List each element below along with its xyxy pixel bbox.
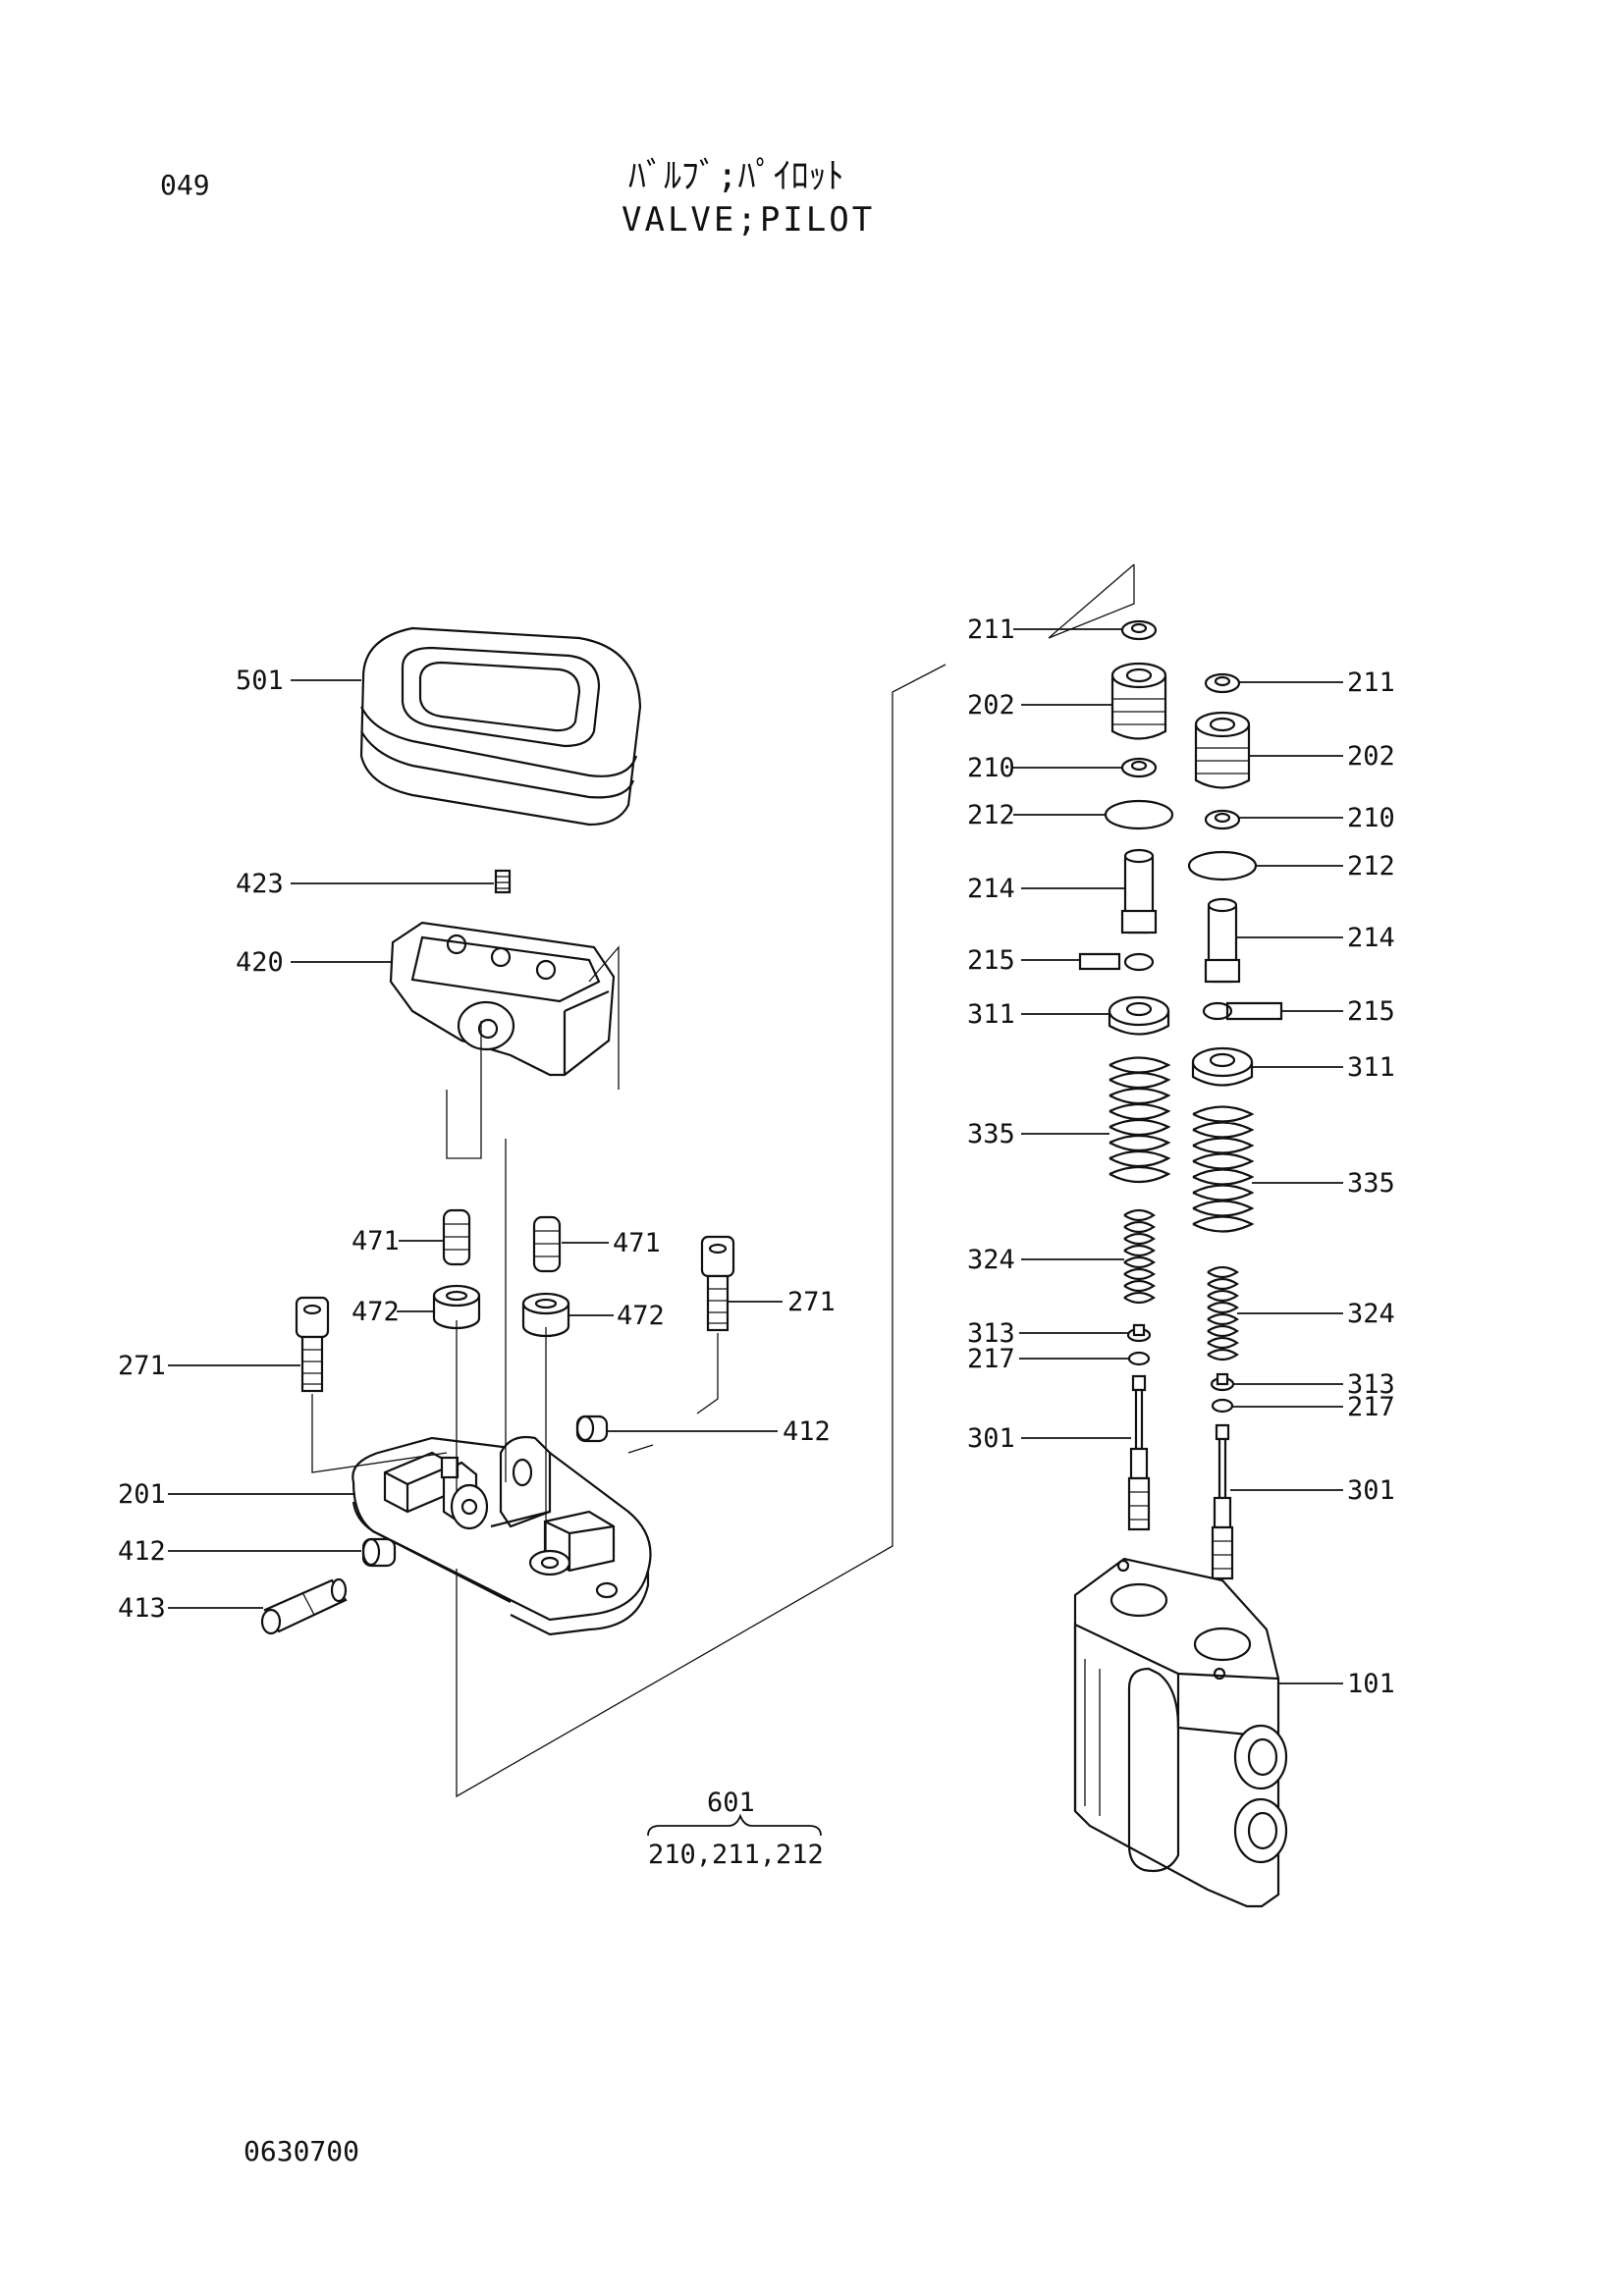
- callout-301-right: 301: [1347, 1475, 1395, 1506]
- washer-215-left-part: [1078, 952, 1155, 972]
- page-number: 049: [160, 169, 210, 201]
- washer-215-right-part: [1202, 1001, 1283, 1021]
- spool-214-left-part: [1120, 848, 1158, 934]
- boot-501-part: [359, 626, 642, 827]
- shim-217-right-part: [1211, 1398, 1234, 1414]
- spool-301-right-part: [1211, 1423, 1234, 1580]
- callout-214-right: 214: [1347, 923, 1395, 953]
- callout-217-right: 217: [1347, 1392, 1395, 1422]
- callout-210-left: 210: [967, 753, 1015, 783]
- callout-472-left: 472: [352, 1297, 400, 1327]
- spring-seat-311-left-part: [1108, 995, 1170, 1036]
- spring-seat-313-left-part: [1126, 1323, 1152, 1343]
- callout-311-right: 311: [1347, 1052, 1395, 1083]
- callout-501: 501: [236, 666, 284, 696]
- callout-324-right: 324: [1347, 1299, 1395, 1329]
- plate-420-part: [389, 921, 616, 1077]
- callout-212-right: 212: [1347, 851, 1395, 881]
- bushing-472-right-part: [521, 1292, 570, 1338]
- callout-471-left: 471: [352, 1226, 400, 1256]
- callout-201: 201: [118, 1479, 166, 1510]
- callout-214-left: 214: [967, 874, 1015, 904]
- callout-335-left: 335: [967, 1119, 1015, 1149]
- callout-211-right: 211: [1347, 667, 1395, 698]
- pin-412-lower-part: [361, 1537, 397, 1568]
- callout-217-left: 217: [967, 1344, 1015, 1374]
- callout-472-right: 472: [617, 1301, 665, 1331]
- bushing-472-left-part: [432, 1284, 481, 1330]
- callout-210-right: 210: [1347, 803, 1395, 833]
- drawing-code: 0630700: [243, 2135, 360, 2167]
- casing-101-part: [1073, 1557, 1288, 1908]
- callout-301-left: 301: [967, 1423, 1015, 1454]
- pin-412-upper-part: [575, 1415, 609, 1443]
- callout-412-upper: 412: [783, 1416, 831, 1447]
- shim-217-left-part: [1127, 1351, 1151, 1366]
- pusher-471-right-part: [532, 1215, 562, 1273]
- callout-471-right: 471: [613, 1228, 661, 1258]
- pin-413-part: [260, 1577, 348, 1635]
- title-english: VALVE;PILOT: [622, 200, 876, 240]
- spring-335-right-part: [1192, 1105, 1255, 1233]
- seal-210-right-part: [1204, 809, 1241, 830]
- callout-324-left: 324: [967, 1245, 1015, 1275]
- seal-210-left-part: [1120, 757, 1158, 778]
- plug-202-right-part: [1194, 711, 1251, 789]
- callout-202-left: 202: [967, 690, 1015, 721]
- callout-101: 101: [1347, 1669, 1395, 1699]
- kit-contents: 210,211,212: [648, 1840, 824, 1870]
- callout-211-left: 211: [967, 614, 1015, 645]
- spring-324-left-part: [1123, 1208, 1156, 1305]
- callout-423: 423: [236, 869, 284, 899]
- pusher-471-left-part: [442, 1208, 471, 1266]
- plug-202-left-part: [1110, 662, 1167, 740]
- callout-271-left: 271: [118, 1351, 166, 1381]
- spring-seat-313-right-part: [1210, 1372, 1235, 1392]
- callout-420: 420: [236, 947, 284, 978]
- title-japanese: ﾊﾞﾙﾌﾞ;ﾊﾟｲﾛｯﾄ: [628, 156, 844, 196]
- callout-412-lower: 412: [118, 1536, 166, 1567]
- bolt-271-left-part: [295, 1296, 330, 1393]
- callout-212-left: 212: [967, 800, 1015, 830]
- callout-313-left: 313: [967, 1318, 1015, 1349]
- casing-201-part: [352, 1435, 652, 1636]
- kit-brace: [647, 1813, 822, 1837]
- spring-324-right-part: [1207, 1265, 1239, 1362]
- callout-313-right: 313: [1347, 1369, 1395, 1400]
- callout-202-right: 202: [1347, 741, 1395, 772]
- kit-number: 601: [707, 1788, 755, 1818]
- callout-271-right: 271: [787, 1287, 836, 1317]
- spool-301-left-part: [1127, 1374, 1151, 1531]
- spring-seat-311-right-part: [1191, 1046, 1254, 1087]
- callout-311-left: 311: [967, 999, 1015, 1030]
- seal-211-right-part: [1204, 672, 1241, 694]
- callout-215-left: 215: [967, 945, 1015, 976]
- oring-212-right-part: [1187, 850, 1258, 881]
- bolt-271-right-part: [700, 1235, 735, 1332]
- spool-214-right-part: [1204, 897, 1241, 984]
- oring-212-left-part: [1104, 799, 1174, 830]
- callout-335-right: 335: [1347, 1168, 1395, 1199]
- setscrew-423-part: [494, 869, 512, 894]
- callout-413: 413: [118, 1593, 166, 1624]
- leader-lines-left: [168, 679, 783, 1609]
- leader-lines-right: [1013, 628, 1343, 1684]
- seal-211-left-part: [1120, 619, 1158, 641]
- callout-215-right: 215: [1347, 996, 1395, 1027]
- spring-335-left-part: [1109, 1056, 1171, 1184]
- assembly-guide-lines-left: [311, 563, 1135, 1798]
